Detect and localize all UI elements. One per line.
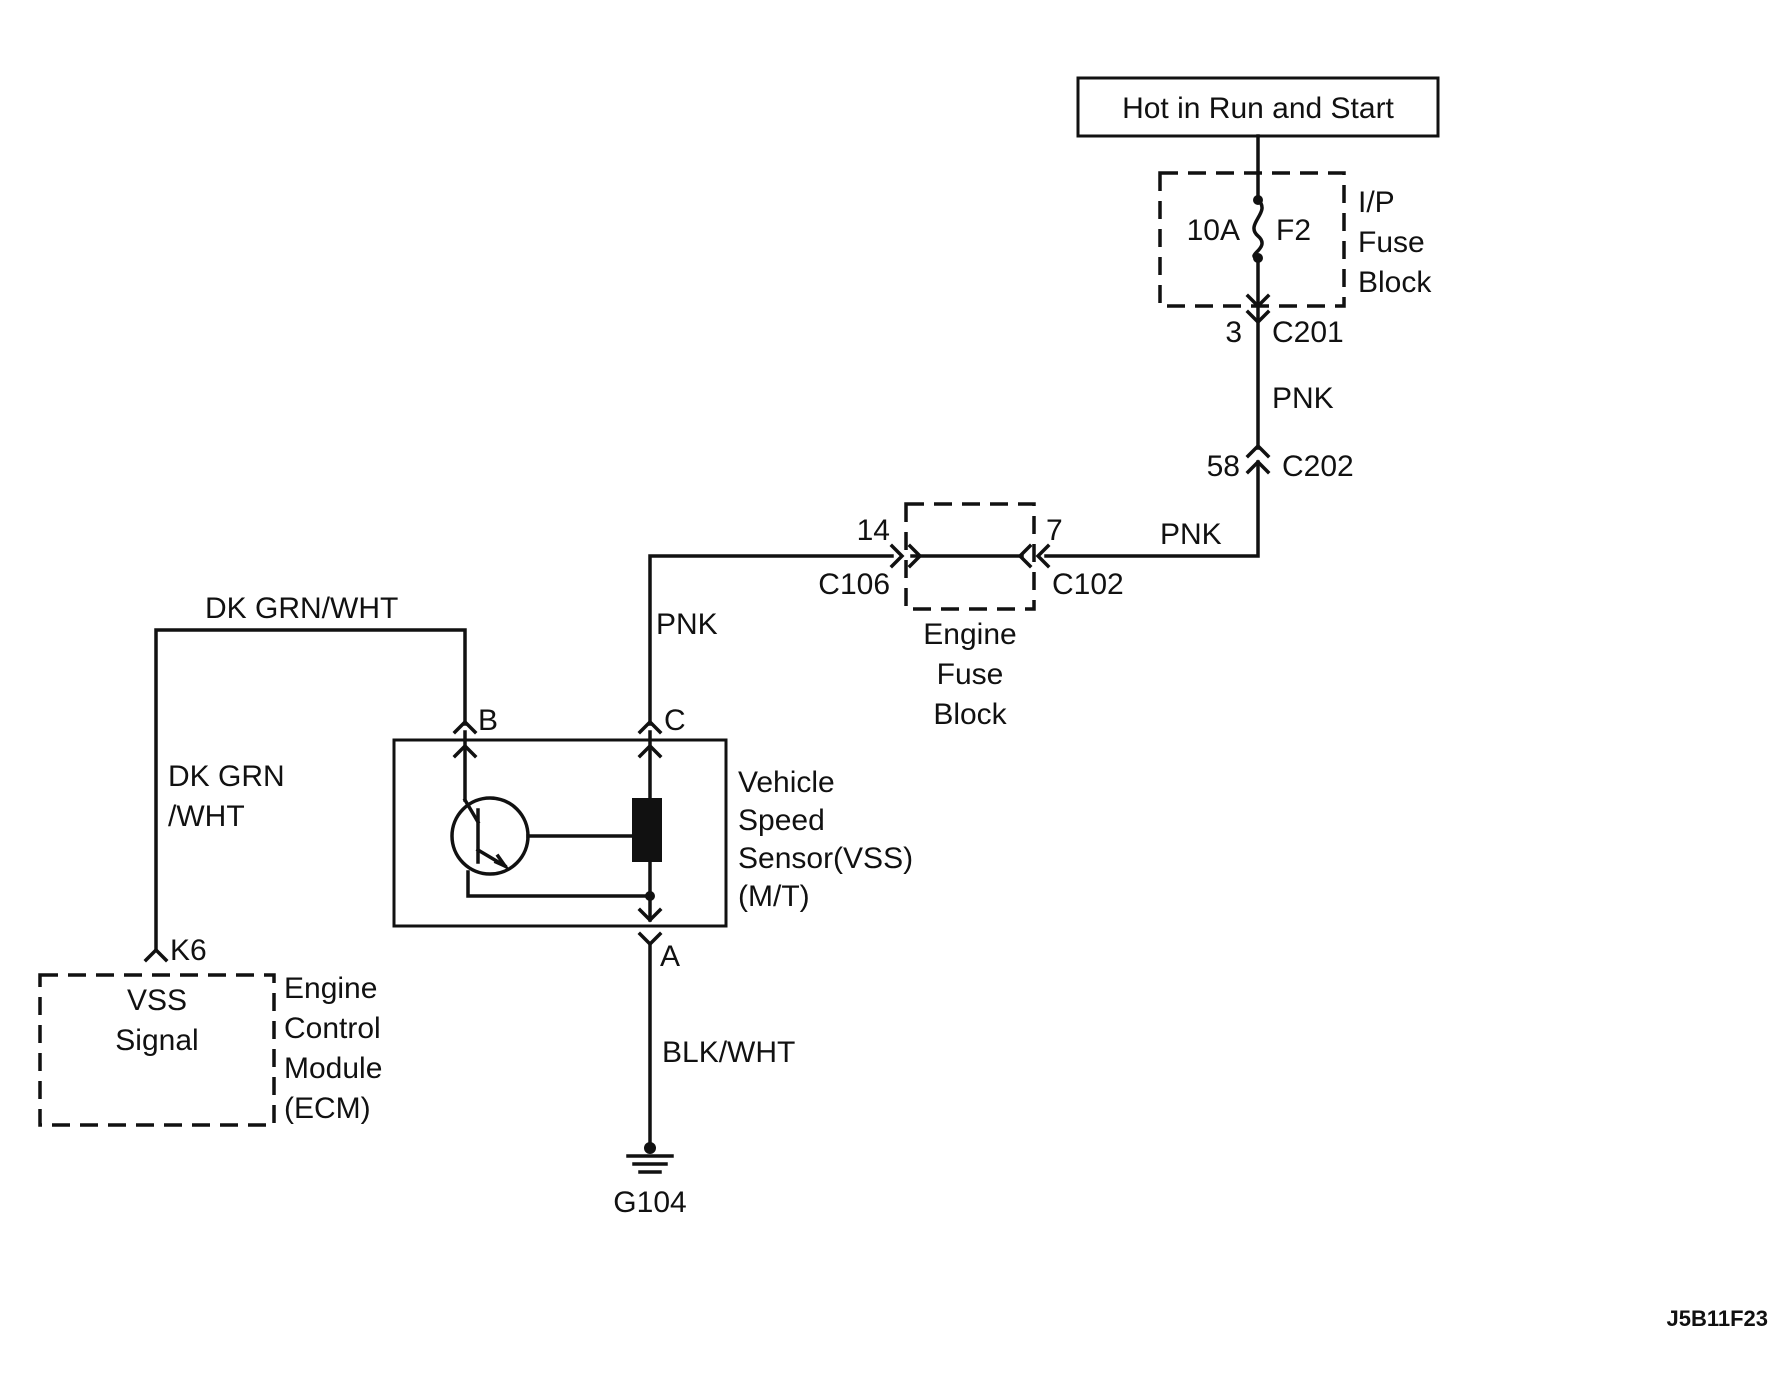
ground-terminal <box>644 1142 656 1154</box>
wire-label-pnk-sensor: PNK <box>656 608 718 641</box>
c202-pin: 58 <box>1207 450 1240 483</box>
transistor-collector <box>462 797 481 825</box>
c201-arrow-icon <box>1245 293 1271 309</box>
ecm-signal-1: VSS <box>127 984 187 1017</box>
vss-pin-c: C <box>664 704 686 737</box>
c106-to-vss-c-wire <box>648 554 894 726</box>
vss-name-3: Sensor(VSS) <box>738 842 913 875</box>
wire-label-dk-grn-wht-side-2: /WHT <box>168 800 245 833</box>
c106-connector-icon <box>889 543 905 569</box>
ip-fuse-block-name-2: Fuse <box>1358 226 1425 259</box>
c201-name: C201 <box>1272 316 1344 349</box>
engine-fuse-block-name-2: Fuse <box>937 658 1004 691</box>
ecm-pin-k6: K6 <box>170 934 207 967</box>
c202-name: C202 <box>1282 450 1354 483</box>
c202-connector-icon <box>1245 443 1271 459</box>
c202-to-c102-wire <box>1044 460 1260 558</box>
pickup-coil-icon <box>632 798 662 862</box>
ecm-name-2: Control <box>284 1012 381 1045</box>
ip-fuse-block-name-1: I/P <box>1358 186 1395 219</box>
ip-fuse-block-outline <box>1158 171 1346 308</box>
power-source-label: Hot in Run and Start <box>1122 92 1394 125</box>
ecm-to-vss-b-wire <box>154 628 467 952</box>
ip-fuse-block-name-3: Block <box>1358 266 1432 299</box>
vss-name-4: (M/T) <box>738 880 810 913</box>
c201-pin: 3 <box>1225 316 1242 349</box>
ecm-name-3: Module <box>284 1052 382 1085</box>
ecm-pin-k6-connector-icon <box>143 947 169 963</box>
vss-sensor-box <box>392 738 728 928</box>
engine-fuse-block-name-3: Block <box>933 698 1007 731</box>
engine-fuse-block-outline <box>904 502 1036 611</box>
wire-label-pnk-middle: PNK <box>1160 518 1222 551</box>
c106-arrow-icon <box>907 543 923 569</box>
fuse-rating: 10A <box>1187 214 1240 247</box>
wire-label-dk-grn-wht-side-1: DK GRN <box>168 760 285 793</box>
wire-label-pnk-upper: PNK <box>1272 382 1334 415</box>
wire-label-blk-wht: BLK/WHT <box>662 1036 795 1069</box>
figure-code: J5B11F23 <box>1666 1306 1768 1331</box>
ecm-name-1: Engine <box>284 972 377 1005</box>
c106-pin: 14 <box>857 514 890 547</box>
transistor-icon <box>450 796 530 876</box>
c102-pin: 7 <box>1046 514 1063 547</box>
c106-name: C106 <box>818 568 890 601</box>
vss-pin-c-connector-icon <box>637 719 663 735</box>
ground-label: G104 <box>613 1186 686 1219</box>
wire-label-dk-grn-wht-top: DK GRN/WHT <box>205 592 398 625</box>
ecm-name-4: (ECM) <box>284 1092 371 1125</box>
emitter-ground-wire <box>466 870 652 898</box>
vss-pin-b: B <box>478 704 498 737</box>
ecm-signal-2: Signal <box>115 1024 198 1057</box>
fuse-element-icon <box>1252 197 1264 260</box>
vss-pin-b-connector-icon <box>452 719 478 735</box>
engine-fuse-block-name-1: Engine <box>923 618 1016 651</box>
ecm-outline <box>38 973 276 1127</box>
vss-pin-a: A <box>660 940 680 973</box>
c102-name: C102 <box>1052 568 1124 601</box>
fuse-id: F2 <box>1276 214 1311 247</box>
vss-name-2: Speed <box>738 804 825 837</box>
vss-name-1: Vehicle <box>738 766 835 799</box>
vss-a-internal-arrow-icon <box>637 907 663 923</box>
c102-connector-icon <box>1035 543 1051 569</box>
transistor-emitter-arrow <box>493 853 511 871</box>
